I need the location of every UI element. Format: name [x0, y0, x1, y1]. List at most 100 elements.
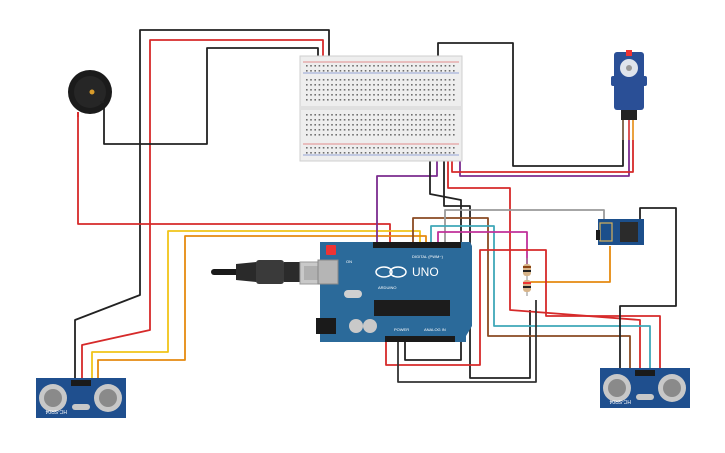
- breadboard-hole: [318, 70, 321, 72]
- breadboard-hole: [327, 70, 329, 72]
- breadboard-hole: [348, 99, 350, 101]
- breadboard-hole: [444, 152, 447, 154]
- breadboard-hole: [394, 134, 396, 136]
- breadboard-hole: [348, 65, 350, 67]
- breadboard-hole: [448, 134, 451, 136]
- breadboard-hole: [322, 152, 325, 154]
- breadboard-hole: [406, 65, 409, 67]
- breadboard-hole: [373, 129, 375, 131]
- breadboard-hole: [331, 79, 333, 81]
- breadboard-hole: [394, 70, 396, 72]
- wire-brown-1: [412, 217, 631, 370]
- breadboard-hole: [335, 79, 337, 81]
- breadboard-hole: [339, 129, 342, 131]
- breadboard-hole: [423, 65, 426, 67]
- breadboard-hole: [306, 89, 308, 91]
- breadboard-hole: [453, 134, 455, 136]
- breadboard-hole: [348, 152, 350, 154]
- breadboard-hole: [415, 84, 417, 86]
- breadboard-hole: [419, 89, 421, 91]
- breadboard-hole: [402, 89, 405, 91]
- breadboard-hole: [335, 70, 337, 72]
- breadboard-hole: [327, 65, 329, 67]
- breadboard-hole: [453, 124, 455, 126]
- breadboard-hole: [427, 124, 430, 126]
- breadboard-hole: [310, 65, 312, 67]
- breadboard-hole: [377, 79, 379, 81]
- breadboard-hole: [390, 147, 392, 149]
- breadboard-hole: [343, 152, 346, 154]
- breadboard-hole: [427, 89, 430, 91]
- wire-teal-1: [430, 225, 651, 370]
- breadboard-hole: [402, 129, 405, 131]
- breadboard-hole: [398, 65, 400, 67]
- arduino-analog-label: ANALOG IN: [424, 327, 446, 332]
- breadboard-hole: [453, 79, 455, 81]
- breadboard-hole: [432, 84, 434, 86]
- breadboard-hole: [411, 114, 413, 116]
- breadboard-hole: [444, 124, 447, 126]
- breadboard-hole: [373, 147, 375, 149]
- arduino-brand-label: ARDUINO: [378, 285, 396, 290]
- breadboard-hole: [448, 124, 451, 126]
- breadboard-hole: [331, 65, 333, 67]
- breadboard-hole: [436, 99, 438, 101]
- breadboard-hole: [406, 94, 409, 96]
- breadboard-hole: [306, 70, 308, 72]
- breadboard-hole: [356, 65, 358, 67]
- breadboard-hole: [432, 70, 434, 72]
- breadboard-hole: [343, 99, 346, 101]
- breadboard-hole: [419, 70, 421, 72]
- breadboard-hole: [398, 124, 400, 126]
- breadboard-hole: [352, 134, 354, 136]
- breadboard-hole: [343, 65, 346, 67]
- breadboard-hole: [394, 129, 396, 131]
- breadboard-hole: [364, 94, 367, 96]
- breadboard-hole: [339, 134, 342, 136]
- breadboard-hole: [364, 114, 367, 116]
- breadboard-hole: [385, 65, 388, 67]
- breadboard-hole: [432, 79, 434, 81]
- breadboard-hole: [411, 152, 413, 154]
- breadboard-hole: [369, 94, 371, 96]
- breadboard-hole: [444, 129, 447, 131]
- breadboard-hole: [314, 129, 316, 131]
- breadboard-hole: [381, 147, 384, 149]
- breadboard-hole: [356, 70, 358, 72]
- breadboard-hole: [327, 79, 329, 81]
- breadboard-hole: [427, 99, 430, 101]
- breadboard-hole: [327, 94, 329, 96]
- breadboard-hole: [360, 65, 363, 67]
- breadboard-hole: [327, 129, 329, 131]
- breadboard-hole: [306, 119, 308, 121]
- breadboard-hole: [356, 84, 358, 86]
- breadboard-hole: [432, 89, 434, 91]
- breadboard-hole: [318, 89, 321, 91]
- breadboard-hole: [394, 152, 396, 154]
- breadboard-hole: [360, 70, 363, 72]
- breadboard-hole: [406, 147, 409, 149]
- breadboard-hole: [348, 79, 350, 81]
- buzzer-icon: [68, 70, 112, 117]
- breadboard-hole: [318, 147, 321, 149]
- breadboard-hole: [310, 134, 312, 136]
- breadboard-hole: [314, 94, 316, 96]
- breadboard-hole: [352, 147, 354, 149]
- breadboard-hole: [348, 70, 350, 72]
- breadboard-hole: [343, 89, 346, 91]
- breadboard-hole: [369, 124, 371, 126]
- arduino-uno-board: UNO ARDUINO DIGITAL (PWM~) POWER ANALOG …: [316, 242, 472, 342]
- breadboard-hole: [352, 152, 354, 154]
- breadboard-hole: [352, 70, 354, 72]
- breadboard-hole: [306, 94, 308, 96]
- breadboard-hole: [415, 152, 417, 154]
- breadboard-hole: [322, 124, 325, 126]
- breadboard-hole: [352, 94, 354, 96]
- breadboard-hole: [419, 119, 421, 121]
- breadboard-hole: [381, 70, 384, 72]
- breadboard-hole: [339, 65, 342, 67]
- breadboard-hole: [423, 129, 426, 131]
- breadboard-hole: [419, 152, 421, 154]
- breadboard-hole: [381, 124, 384, 126]
- breadboard-hole: [411, 147, 413, 149]
